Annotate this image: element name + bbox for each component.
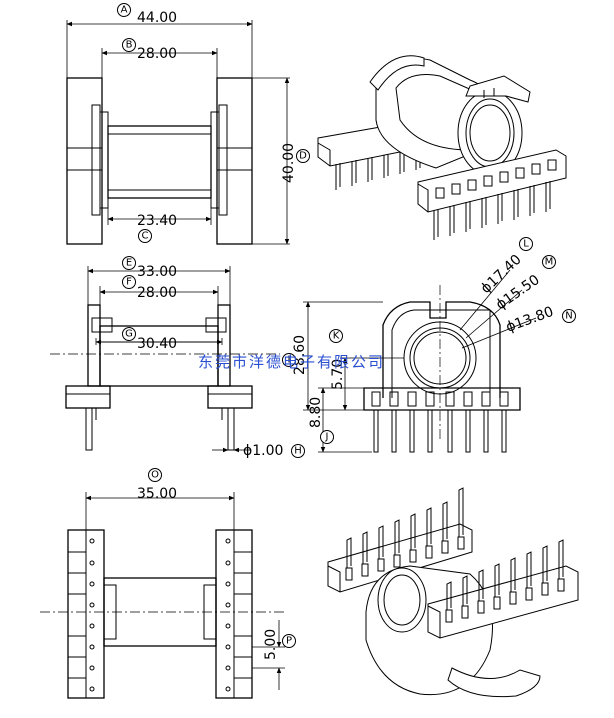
- dim-B-value: 28.00: [137, 46, 177, 62]
- dim-O-value: 35.00: [137, 486, 177, 502]
- label-N: N: [565, 311, 572, 322]
- front-view: 28.60 I 8.80 J 5.70 K ϕ17.40 L ϕ15.50 M …: [282, 237, 576, 453]
- dim-A-value: 44.00: [137, 10, 177, 26]
- top-left-flange: [66, 77, 103, 245]
- label-O: O: [151, 470, 159, 481]
- pin-holes: [68, 538, 252, 692]
- dim-D-value: 40.00: [281, 143, 297, 183]
- dim-E-value: 33.00: [137, 264, 177, 280]
- label-H: H: [294, 446, 302, 457]
- isometric-view-bottom: [327, 487, 579, 698]
- label-M: M: [545, 257, 554, 268]
- label-B: B: [126, 40, 133, 51]
- label-I: I: [288, 355, 291, 366]
- label-K: K: [333, 331, 340, 342]
- label-J: J: [325, 432, 329, 443]
- label-G: G: [125, 329, 133, 340]
- dim-J-value: 8.80: [308, 397, 324, 428]
- isometric-view-top: [317, 55, 567, 240]
- side-view: E 33.00 F 28.00 G 30.40 ϕ1.00 H: [50, 256, 305, 459]
- dim-N-value: ϕ13.80: [504, 304, 556, 336]
- dim-I-value: 28.60: [292, 335, 308, 375]
- bottom-view: O 35.00 5.00 P: [40, 468, 296, 699]
- dim-H-value: ϕ1.00: [243, 443, 283, 459]
- label-P: P: [286, 636, 292, 647]
- label-A: A: [121, 5, 128, 16]
- label-C: C: [142, 231, 149, 242]
- label-F: F: [126, 277, 132, 288]
- top-core-tube: [107, 125, 212, 199]
- dim-C-value: 23.40: [137, 213, 177, 229]
- watermark-text: 东莞市洋德电子有限公司: [198, 353, 385, 371]
- dim-K-value: 5.70: [330, 359, 346, 390]
- dim-F-value: 28.00: [137, 285, 177, 301]
- label-D: D: [299, 151, 307, 162]
- label-E: E: [126, 258, 132, 269]
- top-view: A 44.00 B 28.00 23.40 C 40.00 D: [66, 3, 310, 245]
- label-L: L: [523, 239, 529, 250]
- dim-P-value: 5.00: [263, 629, 279, 660]
- top-right-flange: [216, 77, 253, 245]
- dim-G-value: 30.40: [137, 336, 177, 352]
